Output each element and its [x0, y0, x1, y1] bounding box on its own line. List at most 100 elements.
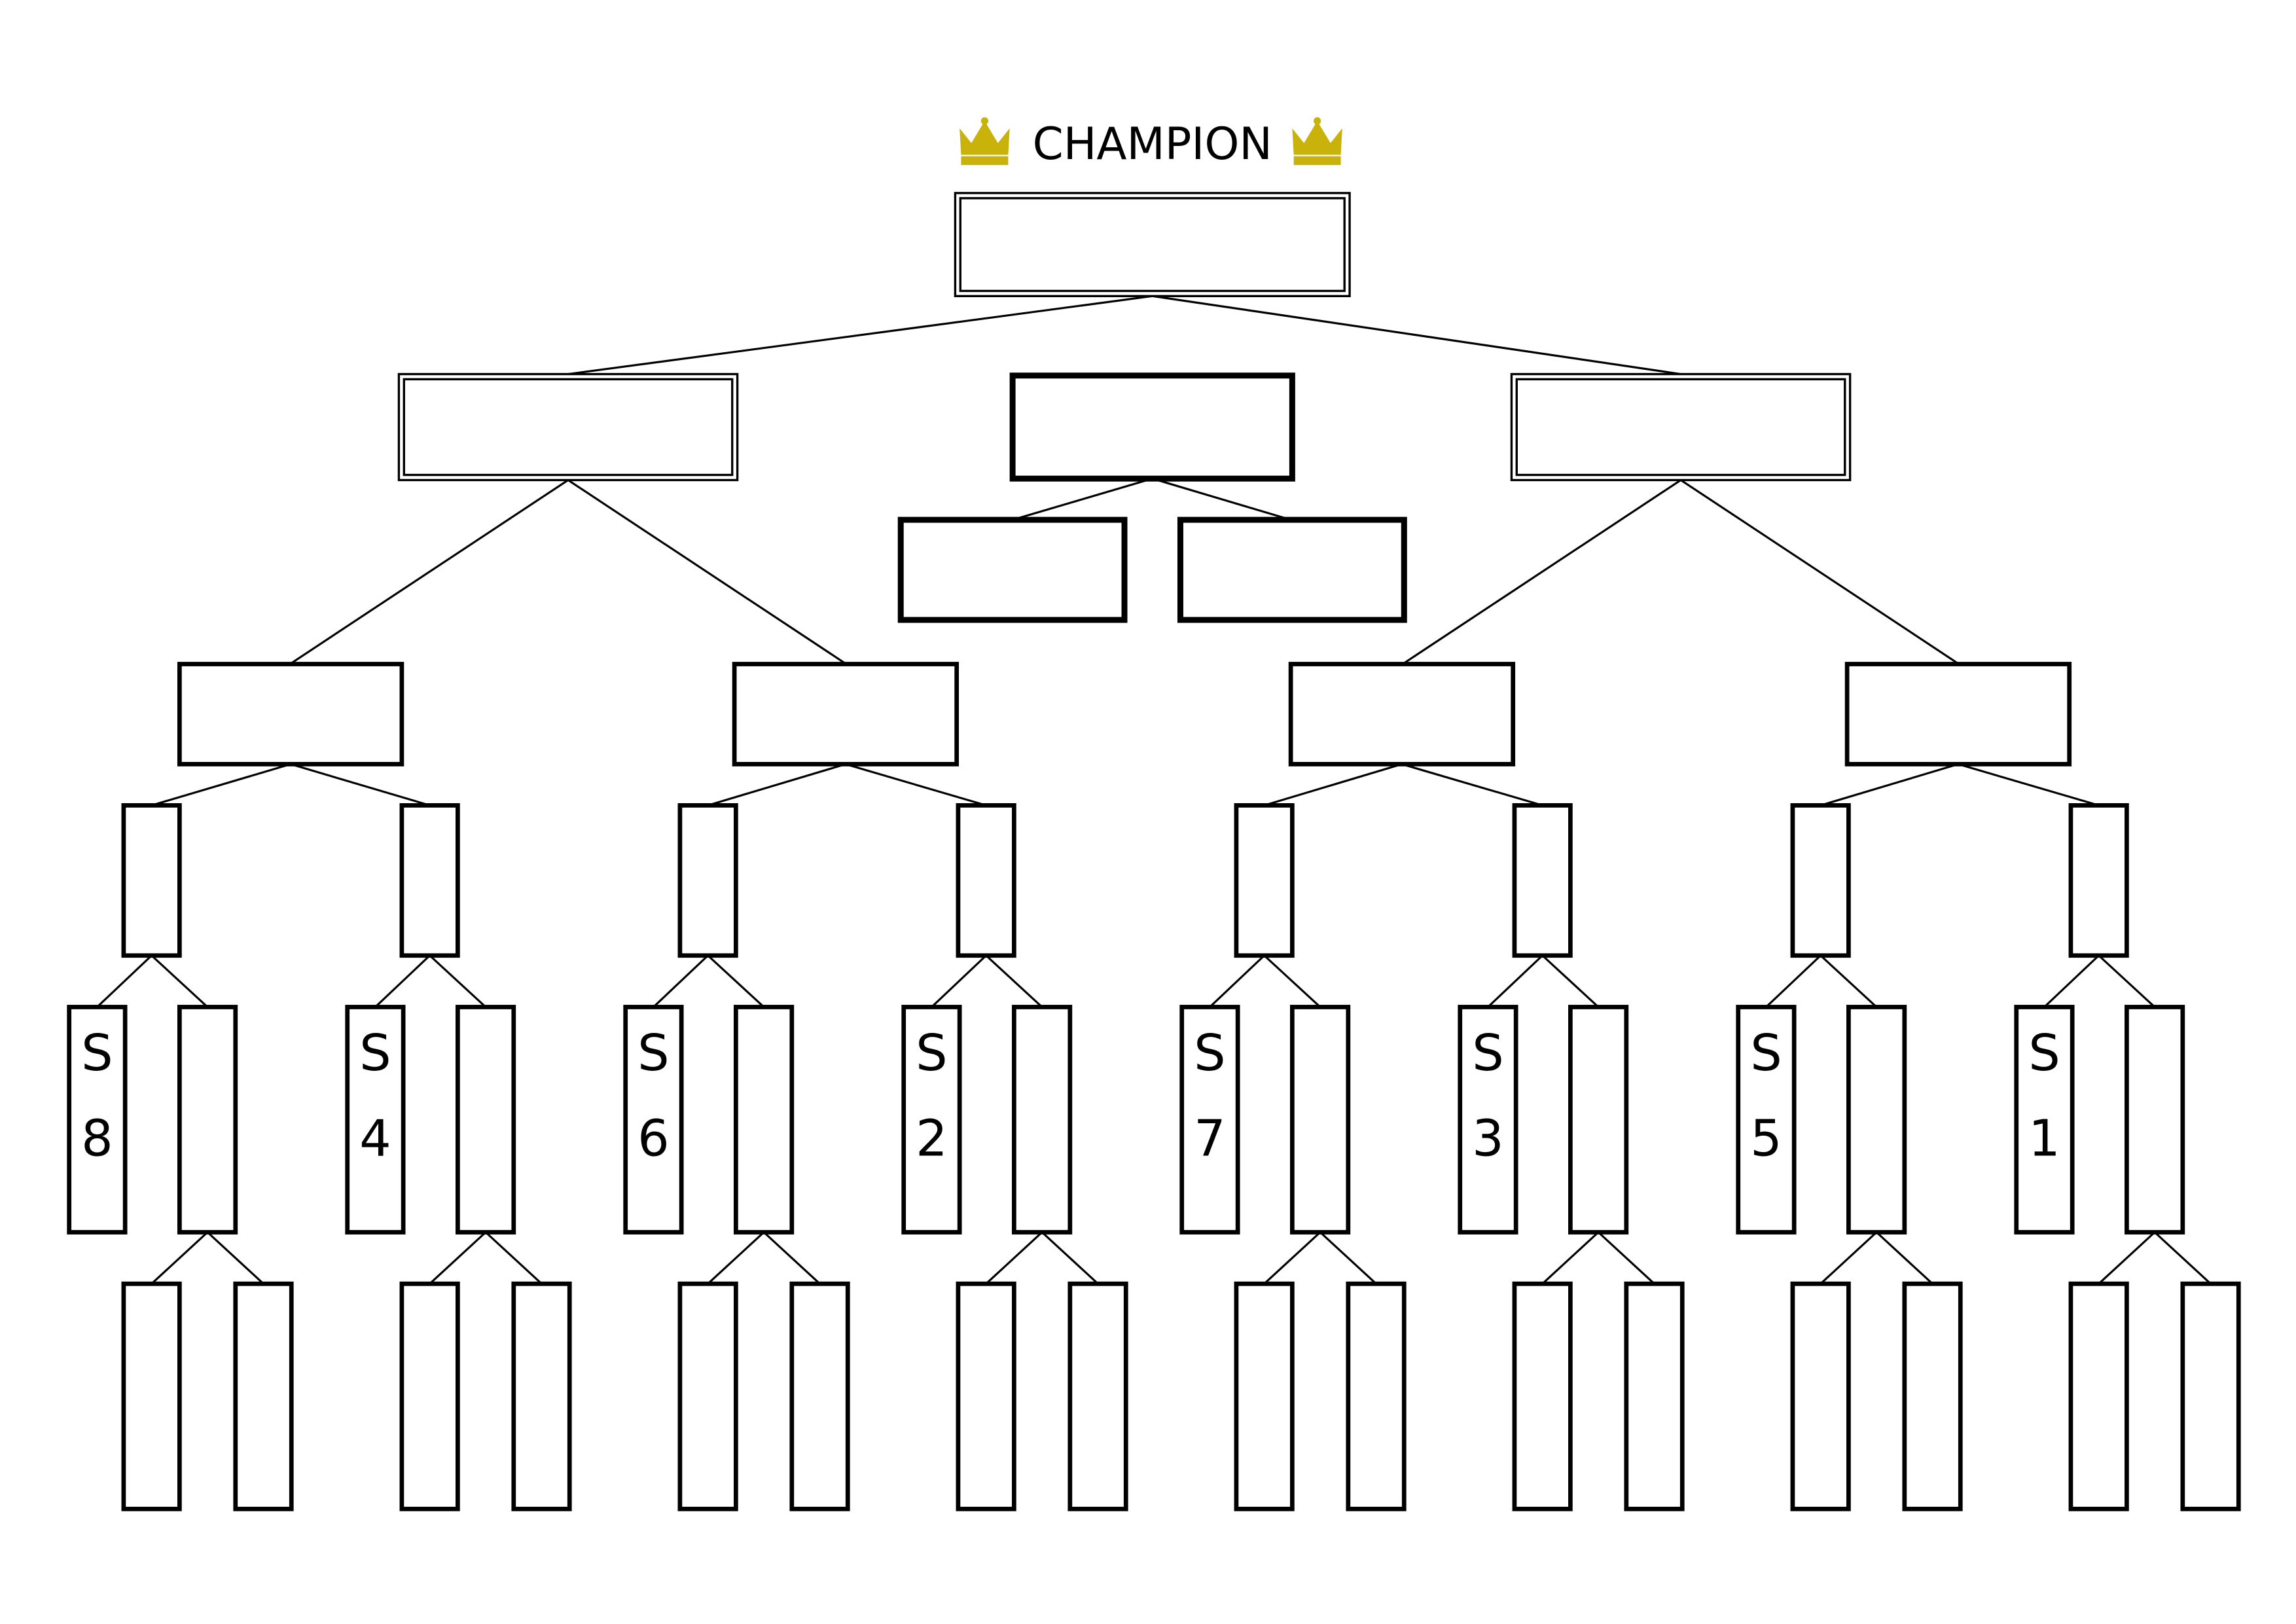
connector-line — [429, 1231, 487, 1285]
seeded-slot: S6 — [623, 1005, 684, 1235]
seed-number: 6 — [637, 1110, 670, 1168]
connector-line — [1541, 1231, 1600, 1285]
connector-line — [985, 1231, 1043, 1285]
connector-line — [374, 954, 431, 1008]
seed-number: 2 — [916, 1110, 948, 1168]
first-round-slot — [789, 1281, 850, 1511]
connector-line — [1487, 954, 1543, 1008]
semifinal-slot — [1844, 662, 2072, 767]
finalist-slot-left — [397, 372, 739, 482]
connector-line — [1041, 1231, 1099, 1285]
finalist-slot-right — [1510, 372, 1852, 482]
first-round-slot — [2180, 1281, 2241, 1511]
connector-lines — [96, 295, 2212, 1285]
first-round-slot — [1624, 1281, 1685, 1511]
connector-line — [1820, 1231, 1878, 1285]
seeded-slot: S4 — [345, 1005, 406, 1235]
third-place-contender-left — [897, 516, 1128, 623]
connector-line — [567, 295, 1153, 376]
round-of-16-slot — [1846, 1005, 1907, 1235]
round-of-16-slot — [2125, 1005, 2185, 1235]
connector-line — [429, 954, 487, 1008]
connector-line — [1319, 1231, 1377, 1285]
seed-number: 3 — [1472, 1110, 1504, 1168]
quarterfinal-slot — [1790, 803, 1851, 958]
seed-number: 8 — [81, 1110, 113, 1168]
connector-line — [1958, 763, 2100, 806]
connector-line — [1402, 479, 1681, 665]
seeded-slot: S7 — [1179, 1005, 1240, 1235]
first-round-slot — [677, 1281, 738, 1511]
crown-icon — [1292, 117, 1342, 166]
connector-line — [1152, 477, 1291, 521]
seeded-slot: S8 — [67, 1005, 128, 1235]
seed-letter: S — [359, 1024, 391, 1083]
seeded-slot: S2 — [901, 1005, 962, 1235]
seed-letter: S — [2028, 1024, 2060, 1083]
seed-number: 5 — [1750, 1110, 1782, 1168]
third-place-contender-right — [1177, 516, 1407, 623]
semifinal-slot — [1288, 662, 1516, 767]
connector-line — [96, 954, 152, 1008]
first-round-slot — [2068, 1281, 2129, 1511]
seed-number: 7 — [1194, 1110, 1226, 1168]
third-place-slot — [1009, 372, 1295, 482]
connector-line — [567, 479, 847, 665]
quarterfinal-slot — [2068, 803, 2129, 958]
connector-line — [290, 763, 431, 806]
connector-line — [289, 479, 569, 665]
first-round-slot — [399, 1281, 460, 1511]
semifinal-slot — [177, 662, 404, 767]
connector-line — [1263, 1231, 1321, 1285]
semifinal-slot — [732, 662, 960, 767]
connector-line — [2098, 954, 2156, 1008]
connector-line — [1264, 763, 1403, 806]
seeded-slot: S3 — [1458, 1005, 1518, 1235]
connector-line — [845, 763, 987, 806]
connector-line — [2154, 1231, 2212, 1285]
connector-line — [1012, 477, 1153, 521]
header: CHAMPION — [960, 117, 1342, 170]
connector-line — [707, 954, 765, 1008]
connector-line — [1263, 954, 1321, 1008]
connector-line — [1820, 763, 1959, 806]
connector-line — [708, 763, 846, 806]
quarterfinal-slot — [956, 803, 1016, 958]
seeded-slot: S1 — [2014, 1005, 2075, 1235]
connector-line — [1820, 954, 1878, 1008]
round-of-16-slot — [177, 1005, 238, 1235]
round-of-16-slot — [1011, 1005, 1073, 1235]
connector-line — [151, 763, 291, 806]
connector-line — [485, 1231, 543, 1285]
first-round-slot — [1512, 1281, 1573, 1511]
connector-line — [2043, 954, 2100, 1008]
round-of-16-slot — [1568, 1005, 1629, 1235]
connector-line — [707, 1231, 765, 1285]
connector-line — [151, 954, 209, 1008]
first-round-slot — [956, 1281, 1016, 1511]
connector-line — [985, 954, 1043, 1008]
connector-line — [763, 1231, 821, 1285]
seed-letter: S — [916, 1024, 948, 1083]
quarterfinal-slot — [1512, 803, 1573, 958]
seed-number: 4 — [359, 1110, 391, 1168]
crown-icon — [960, 117, 1010, 166]
seed-letter: S — [1750, 1024, 1782, 1083]
connector-line — [653, 954, 709, 1008]
first-round-slot — [1346, 1281, 1407, 1511]
connector-line — [151, 1231, 209, 1285]
connector-line — [1598, 1231, 1655, 1285]
first-round-slot — [1234, 1281, 1295, 1511]
seed-letter: S — [637, 1024, 670, 1083]
connector-line — [1152, 295, 1681, 376]
champion-title: CHAMPION — [1033, 118, 1272, 170]
first-round-slot — [1902, 1281, 1963, 1511]
quarterfinal-slot — [399, 803, 460, 958]
connector-line — [207, 1231, 264, 1285]
champion-slot — [954, 192, 1351, 298]
connector-line — [2098, 1231, 2156, 1285]
connector-line — [1209, 954, 1265, 1008]
seed-letter: S — [1194, 1024, 1226, 1083]
